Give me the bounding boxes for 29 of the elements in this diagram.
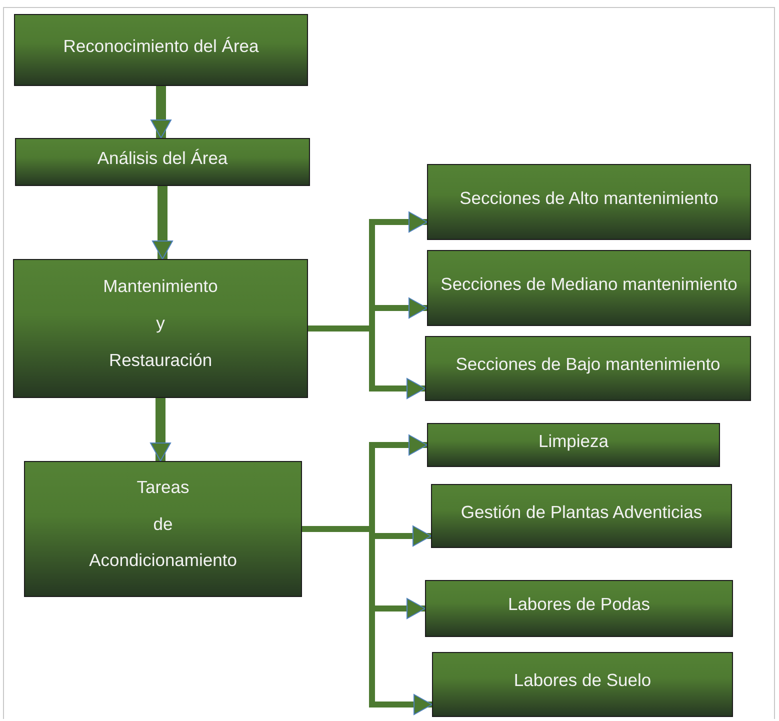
process-box [427,250,751,326]
box-label: Secciones de Mediano mantenimiento [440,274,738,294]
box-label: Restauración [108,350,212,371]
process-box [425,336,751,401]
process-box [427,164,751,240]
box-label: Labores de Suelo [514,670,652,691]
process-box [15,138,310,186]
process-box [14,14,308,86]
box-label: Limpieza [538,430,609,452]
box-label: Secciones de Alto mantenimiento [460,188,718,208]
box-label: Acondicionamiento [89,550,237,571]
process-box [24,461,302,597]
box-label: Secciones de Bajo mantenimiento [456,354,720,375]
process-box [431,484,732,548]
box-label: Tareas [136,477,190,498]
process-box [427,423,720,467]
box-label: Mantenimiento [103,276,218,297]
box-label: Reconocimiento del Área [63,36,259,56]
process-box [13,259,308,398]
box-label: Análisis del Área [97,148,228,168]
process-box [432,652,733,717]
box-label: Gestión de Plantas Adventicias [460,502,702,522]
box-label: y [156,313,165,334]
arrow [150,398,171,462]
box-label: de [153,514,173,534]
process-box [425,580,733,637]
arrow [150,86,172,138]
arrow [152,186,173,260]
box-label: Labores de Podas [508,594,650,615]
